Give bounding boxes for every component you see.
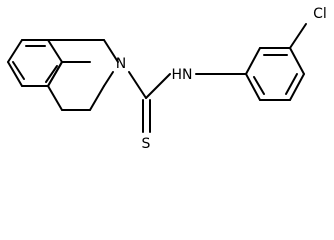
bond [103, 39, 119, 63]
bond [7, 61, 23, 87]
bond [128, 71, 147, 99]
structure-svg: N HN Cl S [7, 6, 327, 152]
bond [245, 47, 261, 75]
sulfur-label: S [142, 136, 151, 152]
bond [145, 73, 171, 99]
chemical-structure-diagram: N HN Cl S [7, 6, 327, 152]
bond [47, 85, 63, 111]
double-bond-inner [253, 76, 265, 95]
bond [7, 39, 23, 63]
chlorophenyl-ring [195, 23, 307, 101]
amine-nitrogen-label: N [116, 56, 126, 72]
thiourea-group [128, 71, 171, 133]
double-bond-inner [285, 73, 298, 95]
bond [289, 73, 305, 101]
double-bond-inner [45, 65, 58, 83]
bond [47, 61, 63, 87]
bond [289, 47, 305, 75]
bond [103, 71, 114, 87]
bond [89, 85, 105, 111]
bond [47, 39, 63, 63]
saturated-ring [47, 39, 119, 111]
amide-nitrogen-label: HN [172, 67, 193, 83]
bond [245, 73, 261, 101]
bond [289, 23, 307, 49]
chlorine-label: Cl [313, 6, 327, 22]
double-bond-inner [12, 61, 25, 80]
benzo-ring [7, 39, 63, 87]
